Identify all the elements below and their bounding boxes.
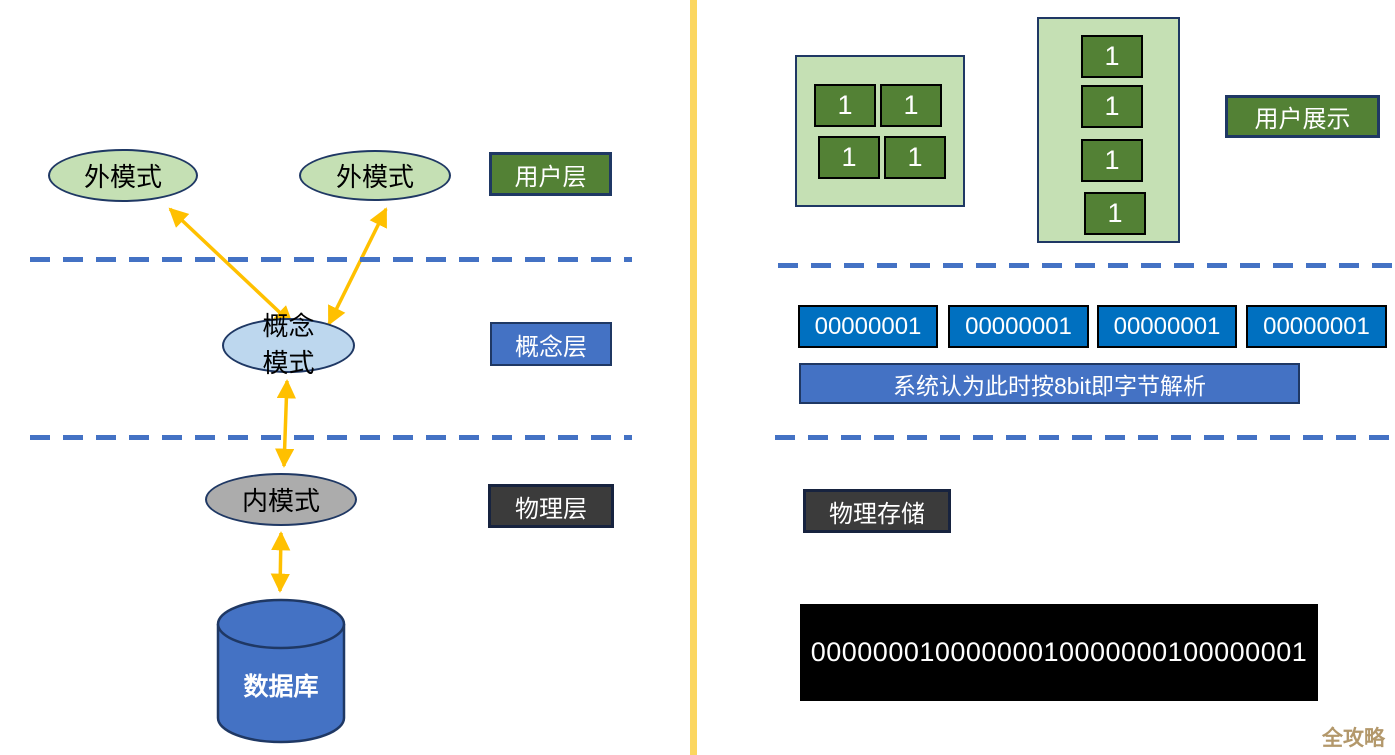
layer-separator-left-1: [30, 257, 632, 262]
bit-value: 1: [1104, 41, 1120, 71]
bit-cell: 1: [1081, 139, 1143, 182]
layer-separator-right-1: [778, 263, 1392, 268]
concept-layer-text: 概念层: [515, 333, 587, 361]
byte-value: 00000001: [1113, 312, 1221, 340]
bit-cell: 1: [818, 136, 880, 179]
external-schema-1-label: 外模式: [83, 162, 162, 192]
watermark: 全攻略: [1322, 722, 1385, 752]
user-display-label: 用户展示: [1225, 95, 1380, 138]
arrow-internal-to-database: [270, 531, 291, 593]
bit-value: 1: [903, 90, 919, 120]
bit-value: 1: [1104, 91, 1120, 121]
user-layer-label: 用户层: [489, 152, 612, 196]
bit-cell: 1: [814, 84, 876, 127]
bit-cell: 1: [1081, 35, 1143, 78]
schema-arrows: [168, 207, 388, 593]
arrow-concept-to-external-1: [168, 207, 294, 326]
bit-value: 1: [1104, 145, 1120, 175]
layer-separator-right-2: [775, 435, 1392, 440]
bitstream-box: 00000001000000010000000100000001: [800, 604, 1318, 701]
external-schema-ellipse-2: 外模式: [299, 150, 451, 201]
bit-cell: 1: [1084, 192, 1146, 235]
bit-value: 1: [841, 142, 857, 172]
byte-box-4: 00000001: [1246, 305, 1387, 348]
byte-box-2: 00000001: [948, 305, 1089, 348]
bit-cell: 1: [1081, 85, 1143, 128]
bit-value: 1: [1107, 198, 1123, 228]
vertical-divider: [690, 0, 697, 755]
byte-box-1: 00000001: [798, 305, 938, 348]
database-cylinder: 数据库: [215, 595, 347, 747]
physical-layer-text: 物理层: [515, 495, 587, 523]
internal-schema-label: 内模式: [241, 486, 320, 516]
concept-layer-label: 概念层: [490, 322, 612, 366]
user-layer-text: 用户层: [514, 163, 587, 191]
external-schema-2-label: 外模式: [335, 162, 414, 192]
physical-layer-label: 物理层: [488, 484, 614, 528]
bit-grid-panel: 1 1 1 1: [795, 55, 965, 207]
byte-value: 00000001: [965, 312, 1072, 340]
database-label: 数据库: [243, 673, 319, 701]
bit-cell: 1: [880, 84, 942, 127]
byte-box-3: 00000001: [1097, 305, 1237, 348]
byte-parse-caption: 系统认为此时按8bit即字节解析: [799, 363, 1300, 404]
physical-storage-text: 物理存储: [829, 500, 925, 528]
bit-cell: 1: [884, 136, 946, 179]
byte-value: 00000001: [814, 312, 922, 340]
concept-schema-ellipse: [222, 318, 355, 373]
bit-value: 1: [907, 142, 923, 172]
bit-value: 1: [837, 90, 853, 120]
physical-storage-label: 物理存储: [803, 489, 951, 533]
bitstream-value: 00000001000000010000000100000001: [810, 637, 1308, 667]
database-cylinder-shape: [216, 598, 346, 744]
byte-value: 00000001: [1263, 312, 1370, 340]
bit-column-panel: 1 1 1 1: [1037, 17, 1180, 243]
user-display-text: 用户展示: [1254, 106, 1351, 133]
layer-separator-left-2: [30, 435, 632, 440]
arrow-concept-to-external-2: [327, 207, 388, 326]
arrow-concept-to-internal: [274, 379, 297, 468]
watermark-text: 全攻略: [1322, 727, 1385, 750]
internal-schema-ellipse: 内模式: [205, 473, 357, 526]
byte-parse-caption-text: 系统认为此时按8bit即字节解析: [892, 372, 1207, 399]
external-schema-ellipse-1: 外模式: [48, 149, 198, 202]
